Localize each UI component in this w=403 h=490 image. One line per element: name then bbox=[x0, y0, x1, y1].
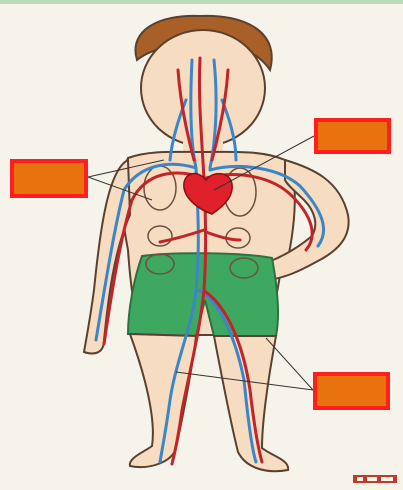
publisher-logo-icon bbox=[353, 473, 397, 485]
label-box-bottom[interactable] bbox=[313, 372, 390, 410]
head bbox=[141, 30, 265, 146]
label-box-right[interactable] bbox=[314, 118, 391, 154]
label-box-left[interactable] bbox=[10, 159, 88, 198]
pointer-line-bottom-upper bbox=[266, 338, 313, 390]
